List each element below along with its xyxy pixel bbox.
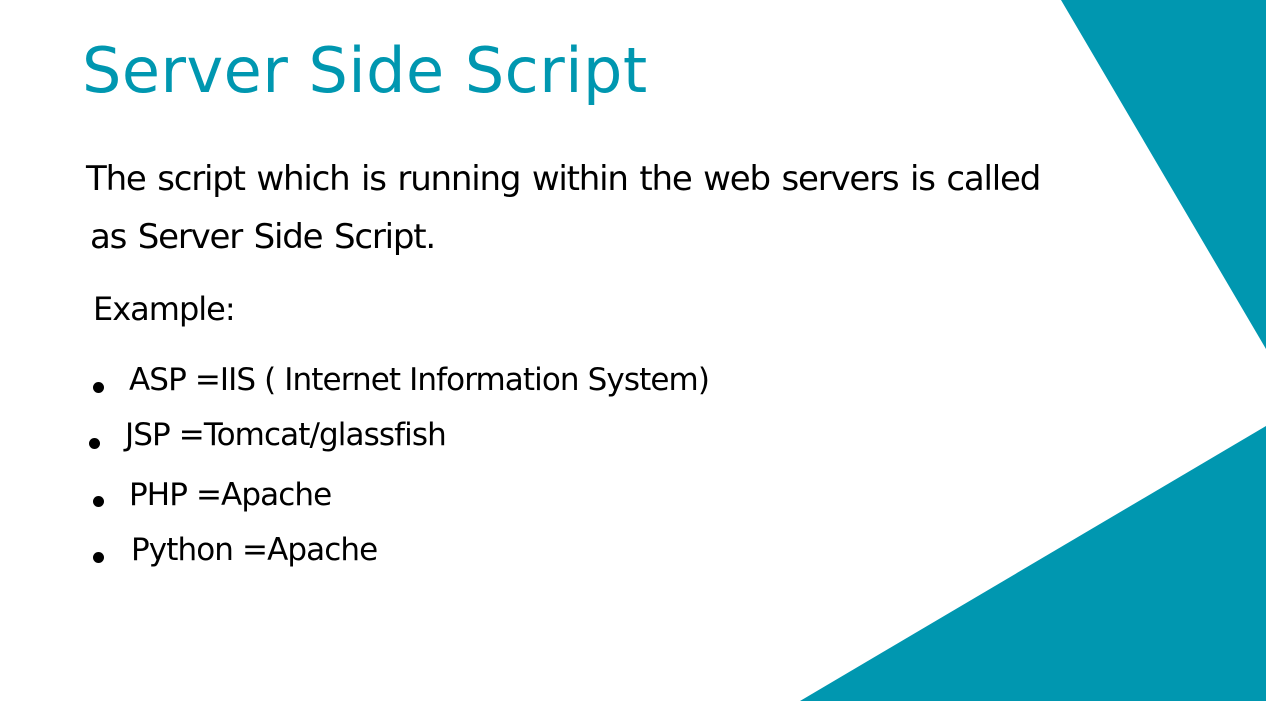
example-label: Example: [93,290,236,328]
bullet-icon [93,552,104,563]
list-item-text: Python =Apache [131,532,378,568]
list-item-text: JSP =Tomcat/glassfish [125,417,447,453]
bullet-icon [93,382,104,393]
list-item-text: ASP =IIS ( Internet Information System) [129,362,710,398]
list-item-text: PHP =Apache [129,477,332,513]
top-right-triangle [1061,0,1266,349]
definition-line-1: The script which is running within the w… [86,159,1041,199]
bottom-right-triangle [800,426,1266,701]
definition-paragraph: The script which is running within the w… [86,150,1086,266]
definition-line-2: as Server Side Script. [90,217,436,257]
slide-title: Server Side Script [82,34,648,107]
bullet-icon [93,496,104,507]
bullet-icon [89,438,100,449]
